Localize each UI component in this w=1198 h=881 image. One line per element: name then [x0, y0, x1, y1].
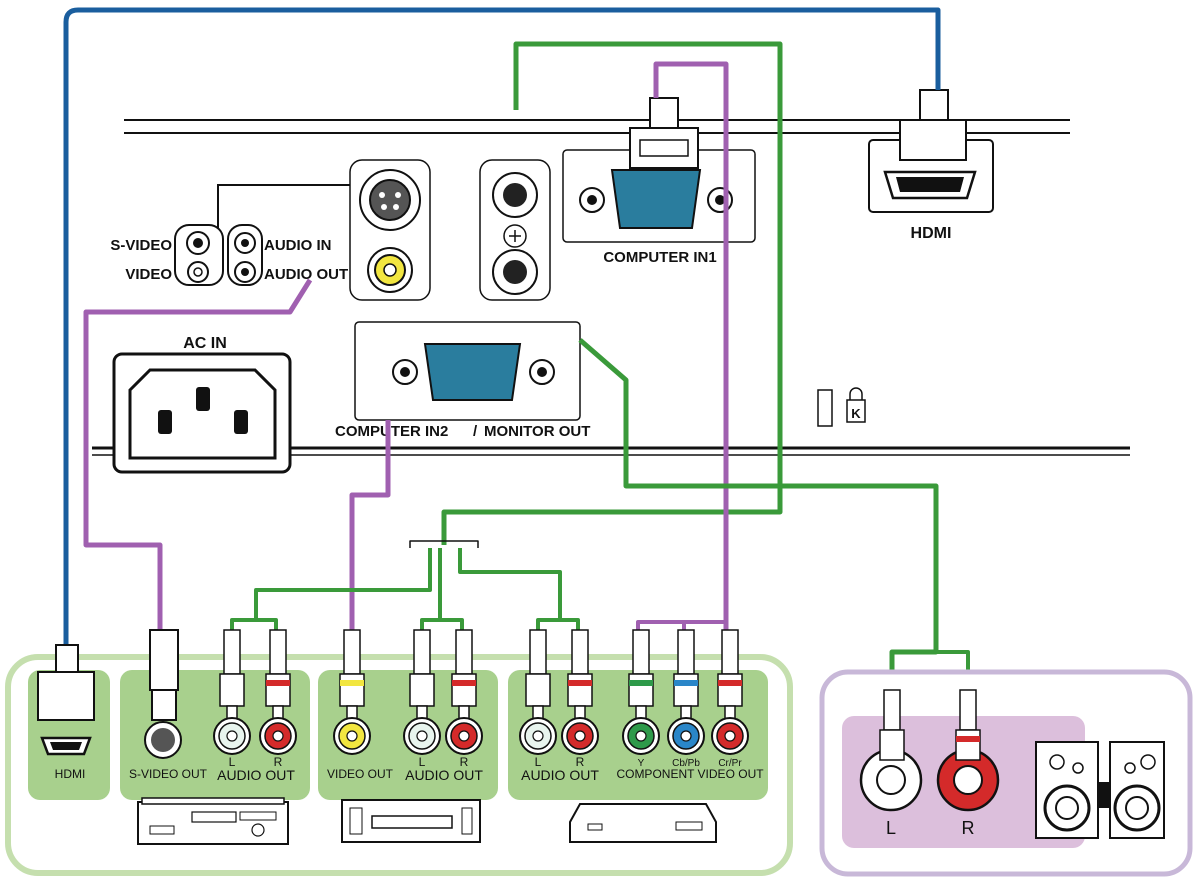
audio2-left-plug [413, 629, 431, 675]
component-cb-label: Cb/Pb [672, 758, 700, 769]
ac-in-port: AC IN [112, 335, 292, 474]
component-cr-plug [721, 629, 739, 675]
vga-socket-1[interactable] [610, 169, 702, 229]
video-out-jack-group [333, 629, 371, 755]
audio1-right-label: R [274, 755, 283, 769]
audio1-left-jack-group [213, 629, 251, 755]
audio1-label: AUDIO OUT [217, 767, 295, 783]
svideo-source: S-VIDEO OUT [129, 629, 208, 781]
security-slot: K [817, 387, 866, 427]
dvd-recorder-icon [137, 797, 289, 845]
hdmi-source: HDMI [37, 644, 95, 781]
audio2-left-jack-group [403, 629, 441, 755]
vga-plug-1 [629, 97, 699, 169]
ac-socket[interactable] [128, 368, 277, 460]
svideo-out-label: S-VIDEO OUT [129, 767, 208, 781]
audio-out-jack-center[interactable] [503, 260, 527, 284]
audio3-label: AUDIO OUT [521, 767, 599, 783]
component-y-label: Y [638, 758, 645, 769]
audio1-right-jack-group [259, 629, 297, 755]
audio3-right-label: R [576, 755, 585, 769]
audio1-left-plug [223, 629, 241, 675]
set-top-box-icon [569, 803, 717, 843]
hdmi-source-label: HDMI [55, 767, 86, 781]
audio1-right-plug [269, 629, 287, 675]
computer-in1-label: COMPUTER IN1 [603, 249, 716, 266]
video-out-label: VIDEO OUT [327, 767, 394, 781]
audio3-left-label: L [535, 755, 542, 769]
audio2-left-label: L [419, 755, 426, 769]
audio3-left-plug [529, 629, 547, 675]
speaker-right-label: R [962, 818, 975, 838]
component-label: COMPONENT VIDEO OUT [616, 767, 764, 781]
vcr-icon [341, 799, 481, 843]
component-y-plug [632, 629, 650, 675]
ac-in-label: AC IN [183, 335, 227, 352]
svideo-label: S-VIDEO [110, 237, 172, 254]
rca-jacks [213, 629, 749, 755]
computer-in2-label: COMPUTER IN2 [335, 423, 448, 440]
svg-text:K: K [851, 406, 861, 421]
hdmi-label: HDMI [911, 225, 952, 242]
video-cable [349, 420, 391, 640]
computer-in2-port: COMPUTER IN2 / MONITOR OUT [335, 321, 590, 440]
audio-in-cable [441, 41, 783, 545]
audio-out-cable [578, 338, 939, 700]
audio2-right-plug [455, 629, 473, 675]
speaker-left-label: L [886, 818, 896, 838]
audio3-left-jack-group [519, 629, 557, 755]
speaker-panel: L R [819, 669, 1193, 877]
audio2-right-label: R [460, 755, 469, 769]
audio3-right-jack-group [561, 629, 599, 755]
av-jack-group: S-VIDEO VIDEO AUDIO IN AUDIO OUT [110, 184, 360, 286]
vga-socket-2[interactable] [423, 343, 522, 401]
svideo-cable [83, 278, 313, 635]
svideo-out-jack[interactable] [151, 728, 175, 752]
hdmi-cable [63, 7, 941, 645]
audio-in-jack-center[interactable] [503, 183, 527, 207]
component-cr-label: Cr/Pr [718, 758, 742, 769]
source-labels: L R AUDIO OUT VIDEO OUT L R AUDIO OUT L … [217, 755, 764, 783]
svg-text:/: / [473, 423, 478, 440]
kensington-lock-icon [846, 399, 866, 423]
audio-in-label: AUDIO IN [264, 237, 332, 254]
cables [63, 7, 970, 700]
audio2-right-jack-group [445, 629, 483, 755]
audio1-left-label: L [229, 755, 236, 769]
monitor-out-label: MONITOR OUT [484, 423, 590, 440]
center-jack-block [349, 159, 551, 301]
video-label: VIDEO [125, 266, 172, 283]
audio-out-label: AUDIO OUT [264, 266, 348, 283]
svideo-jack-center[interactable] [369, 179, 411, 221]
audio2-label: AUDIO OUT [405, 767, 483, 783]
speakers-icon [1035, 741, 1165, 839]
component-y-jack-group [622, 629, 660, 755]
component-cb-plug [677, 629, 695, 675]
audio3-right-plug [571, 629, 589, 675]
component-cb-jack-group [667, 629, 705, 755]
component-cable [653, 61, 729, 640]
component-cr-jack-group [711, 629, 749, 755]
video-out-plug [343, 629, 361, 675]
hdmi-port: HDMI [868, 89, 994, 242]
